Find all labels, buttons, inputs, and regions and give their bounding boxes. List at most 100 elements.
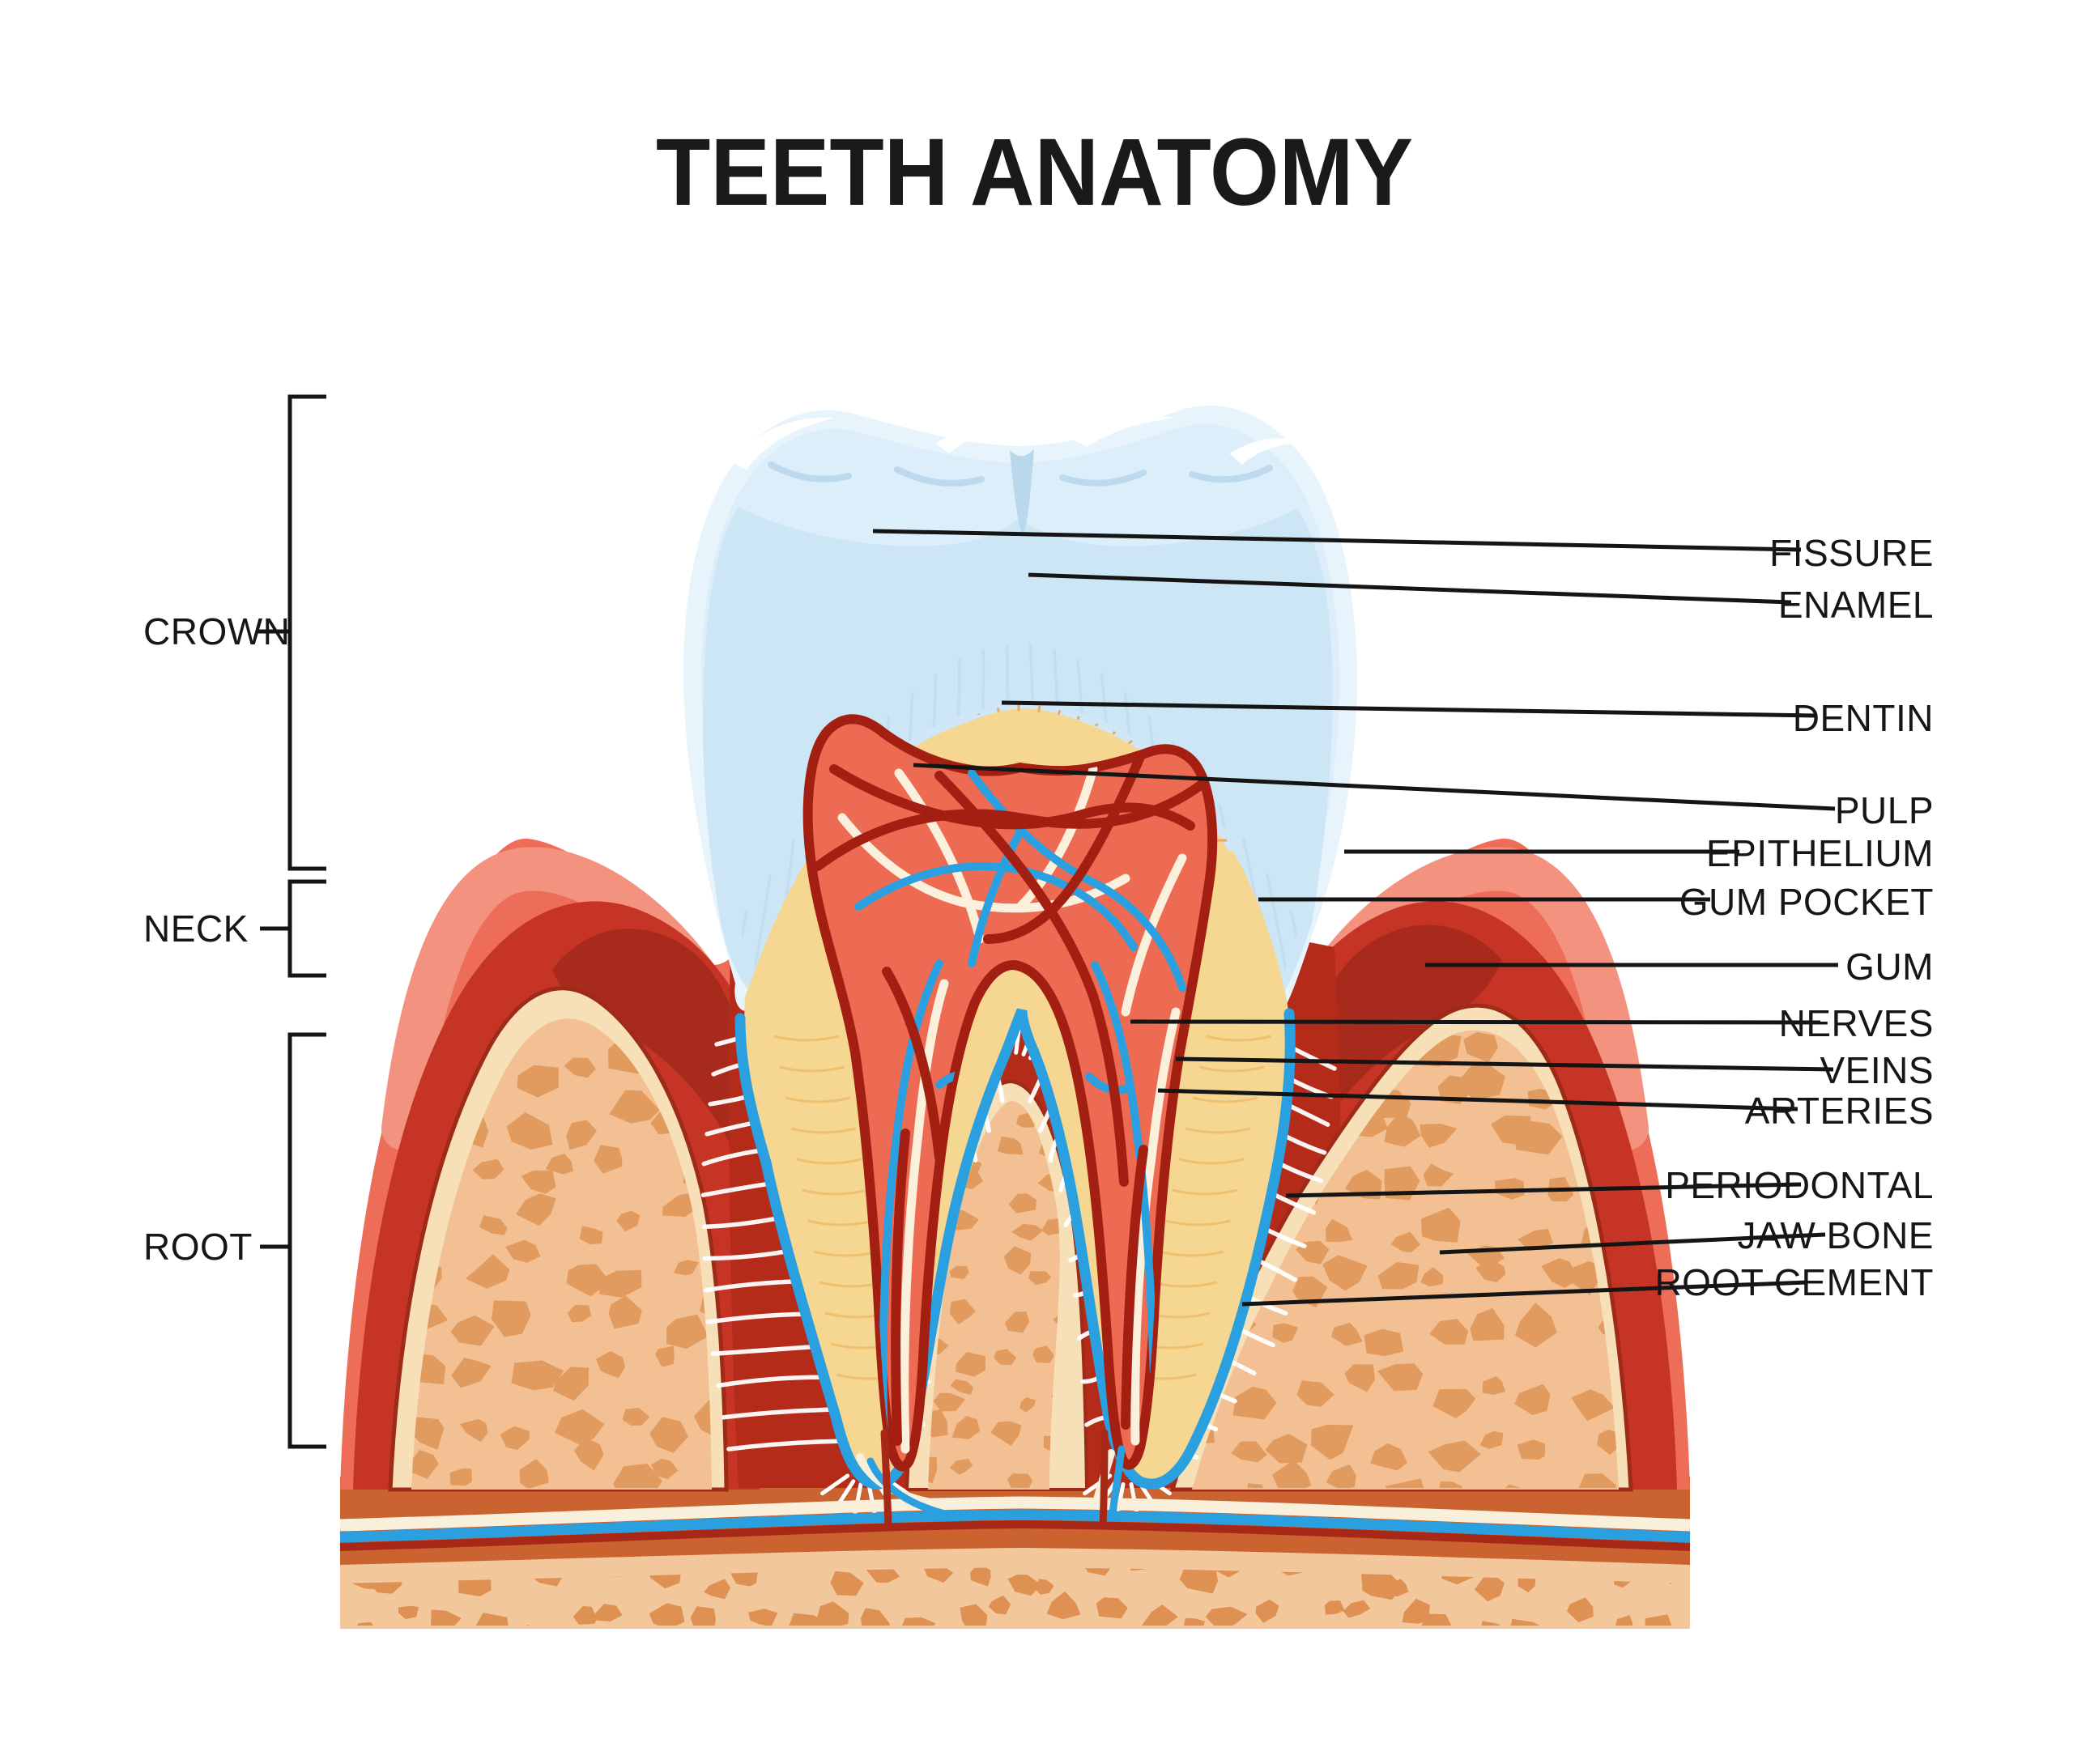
label-root-cement: ROOT CEMENT [1654,1261,1934,1303]
bone-stone [1615,1615,1633,1626]
bone-stone [1183,1617,1206,1626]
bone-stone [1364,1328,1404,1357]
dentin-ripple [785,1096,851,1103]
bone-stone [666,1314,709,1350]
bone-stone [1007,1473,1033,1488]
bone-stone [674,1260,700,1276]
bone-stone [1423,1163,1454,1187]
dentin-ripple [1158,1250,1224,1257]
dentin-ripple [1192,1096,1258,1103]
bone-stone [567,1304,592,1323]
bone-stone [1517,1439,1545,1460]
bone-stone [1428,1440,1481,1473]
bone-stone [431,1609,462,1626]
bone-stone [1513,1120,1563,1155]
bone-stone [1272,1460,1312,1488]
bone-stone [553,1367,589,1401]
root-bracket [260,1032,326,1449]
bone-stone [1326,1464,1356,1488]
dentin-ripple [1198,1065,1265,1073]
root-tip-fiber [820,1473,850,1496]
bone-stone [690,1606,716,1626]
bone-stone [566,1264,611,1297]
bone-stone [1232,1386,1277,1420]
bone-stone [1514,1384,1551,1415]
label-enamel: ENAMEL [1778,584,1934,626]
bone-stone [521,1170,556,1194]
bone-stone [1575,1473,1617,1488]
bone-stone [1597,1429,1619,1456]
strata-vessels [339,1496,1691,1551]
leader-fissure [872,529,1802,552]
enamel-streak [736,873,772,989]
bone-stone [1561,1260,1603,1295]
leader-arteries [1157,1088,1798,1112]
bone-stone [1046,1591,1081,1620]
bone-stone [579,1226,603,1245]
bone-stone [830,1571,864,1596]
tip-vein-right [1109,1445,1126,1518]
highlight-left-crescent [733,417,836,470]
gum-left-dark-core [552,929,744,1166]
label-crown: CROWN [143,610,290,652]
bone-stone [970,1567,991,1587]
bone-stone [398,1605,419,1620]
label-gum: GUM [1845,946,1934,988]
strata-artery-line [339,1520,1691,1551]
leader-enamel [1028,572,1792,605]
bone-stone [933,1392,966,1412]
dentin-ripple [1172,1188,1238,1196]
bone-stone [1265,1434,1308,1464]
bone-stone [1272,1323,1298,1343]
label-arteries: ARTERIES [1745,1090,1934,1132]
bone-stone [1141,1605,1178,1626]
bone-stone [596,1350,625,1379]
bone-stone [815,1601,849,1626]
leader-dentin [1001,700,1816,718]
bone-stone [1479,1430,1504,1449]
dentin-ripple [1165,1219,1231,1226]
bone-stone [949,1299,976,1324]
bone-stone [594,1604,623,1622]
bone-stone [472,1158,504,1180]
leader-periodontal [1285,1182,1802,1198]
bone-stone [450,1315,495,1346]
bone-stone [1645,1614,1672,1626]
bone-stone [748,1609,778,1626]
bone-stone [662,1192,693,1218]
bone-stone [949,1458,973,1475]
bone-stone [573,1438,604,1471]
bone-stone [1421,1207,1461,1243]
highlight-left-inner-crescent [935,420,1027,453]
bone-stone [1028,1271,1052,1286]
bone-stone [460,1418,488,1443]
arteries [813,752,1210,1446]
bone-stone [928,1409,948,1438]
bone-stone [1003,1246,1032,1275]
bone-stone [1509,1618,1546,1626]
label-dentin: DENTIN [1793,697,1934,739]
bone-stone [1344,1364,1375,1392]
part-labels: FISSURE ENAMEL DENTIN PULP EPITHELIUM GU… [1654,532,1934,1303]
bone-stone [471,1613,509,1626]
bone-stone [609,1090,660,1124]
enamel-highlights [733,416,1305,537]
bone-stone [1032,1345,1054,1363]
dentin-ripple [807,1219,874,1226]
bone-stone [1008,1193,1036,1214]
bone-stone [1384,1113,1421,1147]
bone-stone [519,1459,550,1488]
cusp-shading [768,461,1273,487]
leader-veins [1175,1056,1834,1072]
bone-stone [1388,1579,1409,1597]
bone-stone [594,1145,623,1174]
bone-stone [500,1426,530,1450]
bone-stone [951,1416,981,1439]
bone-stone [1402,1598,1430,1624]
bone-stone [598,1269,642,1298]
bone-stone [704,1579,731,1600]
bone-stone [616,1210,641,1232]
tooth-cross-section-illustration [339,405,1691,1629]
bone-stone [1296,1380,1334,1407]
bone-stone [1331,1322,1363,1346]
